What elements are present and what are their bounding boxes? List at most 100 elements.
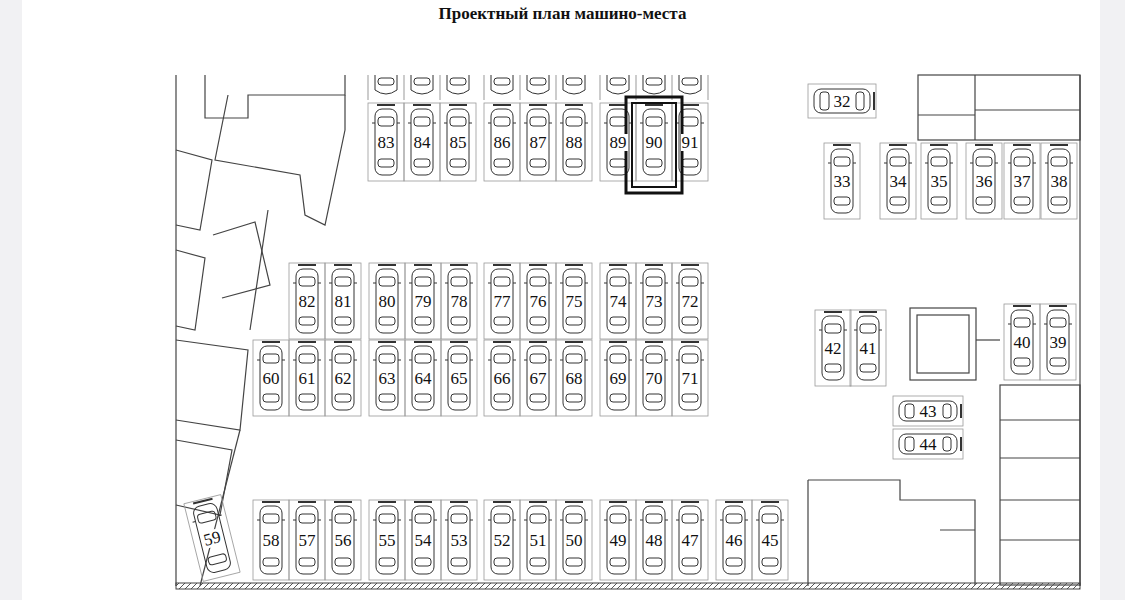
- parking-space: 64: [405, 340, 441, 416]
- space-number: 82: [298, 293, 317, 310]
- space-number: 70: [645, 370, 664, 387]
- space-number: 67: [529, 370, 548, 387]
- parking-space: 55: [369, 500, 405, 580]
- space-number: 91: [681, 134, 700, 151]
- car-symbols: [184, 75, 1077, 581]
- parking-space: 44: [893, 429, 963, 459]
- space-number: 55: [378, 532, 397, 549]
- space-number: 43: [919, 403, 938, 420]
- space-number: 77: [493, 293, 512, 310]
- parking-space: 72: [672, 263, 708, 339]
- space-number: 65: [450, 370, 469, 387]
- space-number: 37: [1013, 173, 1032, 190]
- parking-space: 34: [880, 143, 916, 219]
- parking-space: 79: [405, 263, 441, 339]
- space-number: 85: [449, 134, 468, 151]
- parking-space: 41: [850, 310, 886, 386]
- parking-space: 90: [636, 103, 672, 181]
- space-number: 72: [681, 293, 700, 310]
- parking-space: 57: [289, 500, 325, 580]
- parking-space: 87: [520, 103, 556, 181]
- space-number: 34: [889, 173, 908, 190]
- parking-space: 52: [484, 500, 520, 580]
- parking-space: 88: [556, 103, 592, 181]
- space-number: 80: [378, 293, 397, 310]
- space-number: 52: [493, 532, 512, 549]
- parking-space: 69: [600, 340, 636, 416]
- parking-space: 76: [520, 263, 556, 339]
- space-number: 49: [609, 532, 628, 549]
- space-number: 71: [681, 370, 700, 387]
- space-number: 33: [833, 173, 852, 190]
- parking-space: 47: [672, 500, 708, 580]
- hatched-wall: [176, 583, 1080, 589]
- space-number: 59: [201, 527, 224, 548]
- space-number: 32: [833, 93, 852, 110]
- parking-space: 49: [600, 500, 636, 580]
- parking-space: 56: [325, 500, 361, 580]
- walls: [176, 75, 1080, 586]
- parking-space: 89: [600, 103, 636, 181]
- space-number: 39: [1049, 334, 1068, 351]
- space-number: 87: [529, 134, 548, 151]
- parking-space: 48: [636, 500, 672, 580]
- space-number: 58: [262, 532, 281, 549]
- parking-space: 50: [556, 500, 592, 580]
- parking-space: 71: [672, 340, 708, 416]
- space-number: 90: [645, 134, 664, 151]
- parking-space: 83: [368, 103, 404, 181]
- parking-space: 39: [1040, 304, 1076, 380]
- plan-title: Проектный план машино-места: [0, 4, 1125, 24]
- parking-space: 42: [815, 310, 851, 386]
- parking-space: 77: [484, 263, 520, 339]
- space-number: 75: [565, 293, 584, 310]
- space-number: 54: [414, 532, 433, 549]
- space-number: 61: [298, 370, 317, 387]
- parking-space: 35: [921, 143, 957, 219]
- space-number: 63: [378, 370, 397, 387]
- parking-space: 66: [484, 340, 520, 416]
- space-number: 64: [414, 370, 433, 387]
- space-number: 68: [565, 370, 584, 387]
- space-number: 46: [725, 532, 744, 549]
- space-number: 86: [493, 134, 512, 151]
- parking-space: 61: [289, 340, 325, 416]
- space-number: 84: [413, 134, 432, 151]
- space-number: 51: [529, 532, 548, 549]
- space-number: 50: [565, 532, 584, 549]
- parking-space: 75: [556, 263, 592, 339]
- parking-space: 53: [441, 500, 477, 580]
- space-number: 42: [824, 340, 843, 357]
- space-number: 83: [377, 134, 396, 151]
- parking-space: 54: [405, 500, 441, 580]
- space-number: 45: [761, 532, 780, 549]
- parking-space: 51: [520, 500, 556, 580]
- space-number: 66: [493, 370, 512, 387]
- space-number: 40: [1013, 334, 1032, 351]
- space-number: 53: [450, 532, 469, 549]
- parking-space: 60: [253, 340, 289, 416]
- space-number: 79: [414, 293, 433, 310]
- space-number: 69: [609, 370, 628, 387]
- parking-space: 74: [600, 263, 636, 339]
- space-number: 41: [859, 340, 878, 357]
- parking-space: 43: [893, 396, 963, 426]
- parking-space: 86: [484, 103, 520, 181]
- space-number: 89: [609, 134, 628, 151]
- space-number: 76: [529, 293, 548, 310]
- parking-space: 84: [404, 103, 440, 181]
- parking-space: 40: [1004, 304, 1040, 380]
- space-number: 56: [334, 532, 353, 549]
- parking-space: 63: [369, 340, 405, 416]
- parking-space: 73: [636, 263, 672, 339]
- parking-space: 38: [1041, 143, 1077, 219]
- parking-space: 80: [369, 263, 405, 339]
- space-number: 60: [262, 370, 281, 387]
- parking-space: 62: [325, 340, 361, 416]
- space-number: 48: [645, 532, 664, 549]
- parking-space: 37: [1004, 143, 1040, 219]
- space-number: 78: [450, 293, 469, 310]
- space-number: 73: [645, 293, 664, 310]
- parking-space: 65: [441, 340, 477, 416]
